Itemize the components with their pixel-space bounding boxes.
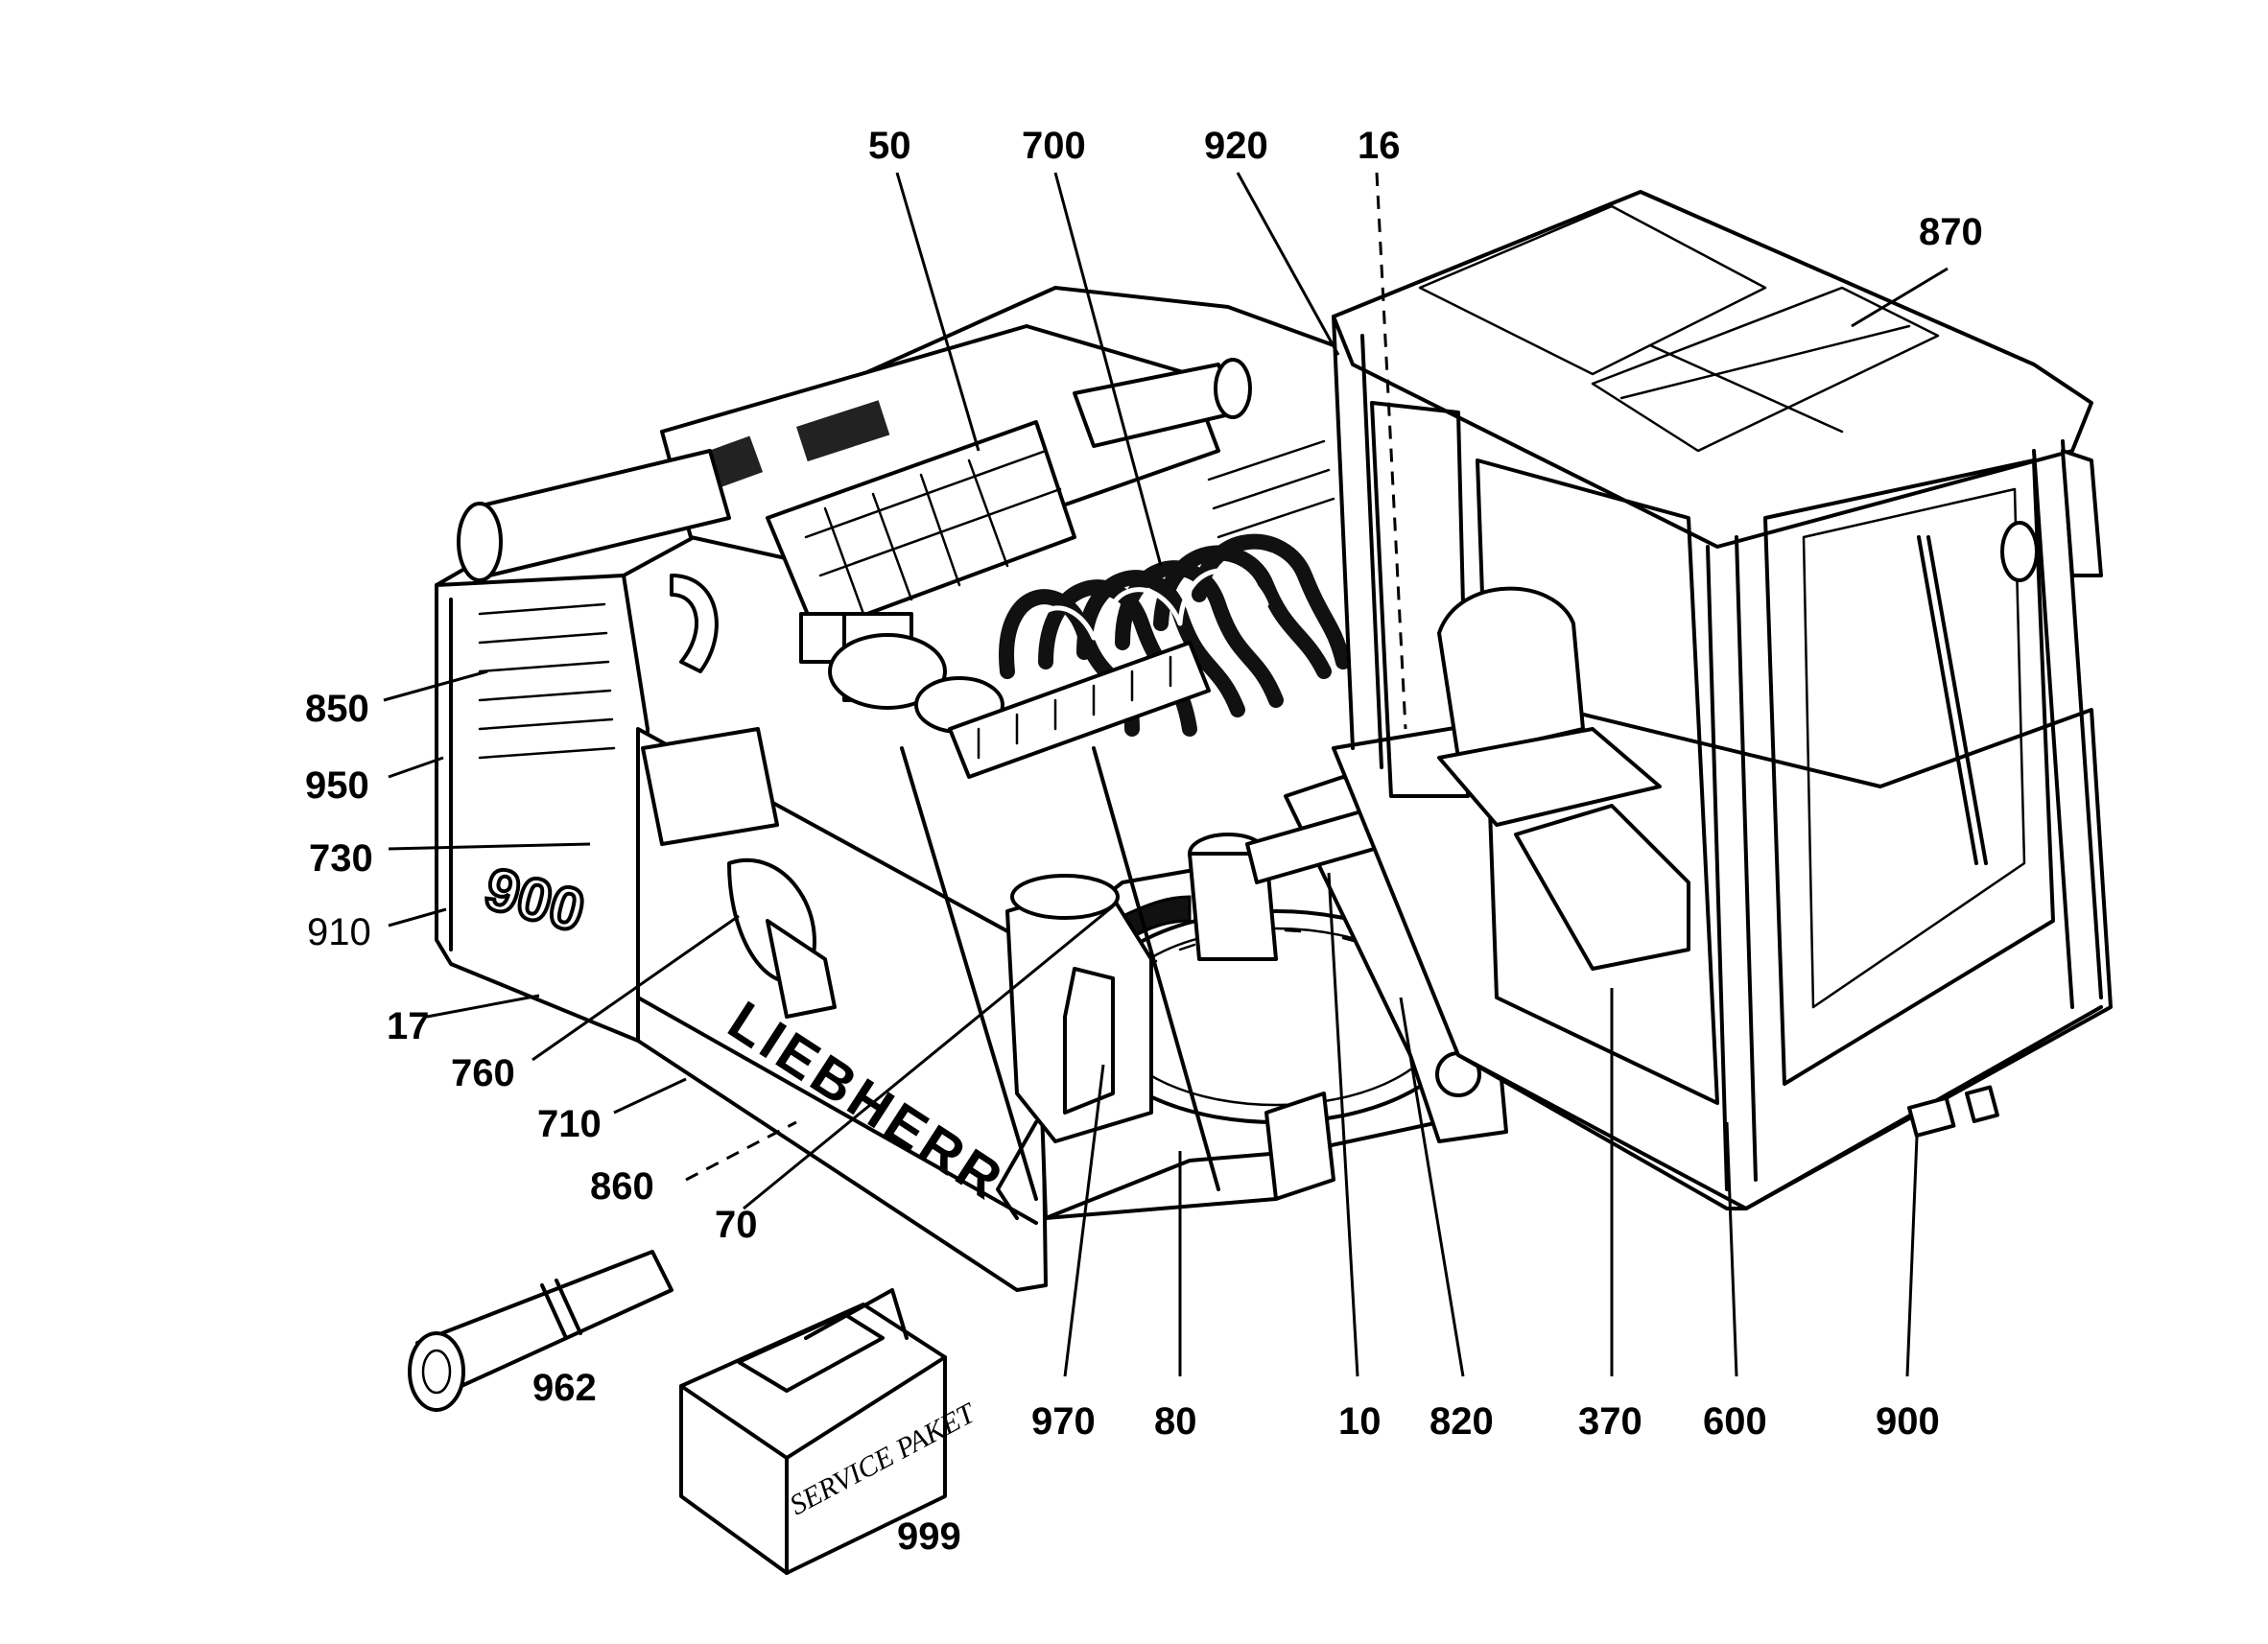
callout-16: 16 <box>1358 125 1401 167</box>
leader-lines <box>383 172 1949 1377</box>
callout-970: 970 <box>1031 1400 1096 1443</box>
callout-950: 950 <box>305 764 369 807</box>
callout-999: 999 <box>897 1515 961 1558</box>
callout-730: 730 <box>309 837 373 880</box>
callout-50: 50 <box>868 125 911 167</box>
callout-80: 80 <box>1154 1400 1197 1443</box>
callout-labels: 50 700 920 16 870 850 950 730 910 17 760… <box>305 125 1983 1558</box>
callout-70: 70 <box>715 1204 758 1246</box>
hydraulic-hose-bundle <box>948 533 1351 779</box>
callout-962: 962 <box>532 1367 597 1409</box>
callout-700: 700 <box>1022 125 1086 167</box>
engine-assembly <box>457 324 1335 1019</box>
hose-roll <box>408 1250 673 1412</box>
callout-870: 870 <box>1919 211 1983 253</box>
callout-900: 900 <box>1876 1400 1940 1443</box>
callout-910: 910 <box>307 911 371 953</box>
callout-10: 10 <box>1338 1400 1382 1443</box>
callout-820: 820 <box>1429 1400 1494 1443</box>
operator-cab <box>1332 190 2113 1210</box>
callout-17: 17 <box>387 1005 430 1047</box>
callout-370: 370 <box>1578 1400 1642 1443</box>
callout-760: 760 <box>451 1052 515 1094</box>
callout-920: 920 <box>1204 125 1268 167</box>
callout-860: 860 <box>590 1165 654 1208</box>
hydraulic-tank <box>996 874 1153 1220</box>
callout-600: 600 <box>1703 1400 1767 1443</box>
callout-710: 710 <box>537 1103 602 1145</box>
callout-850: 850 <box>305 688 369 730</box>
